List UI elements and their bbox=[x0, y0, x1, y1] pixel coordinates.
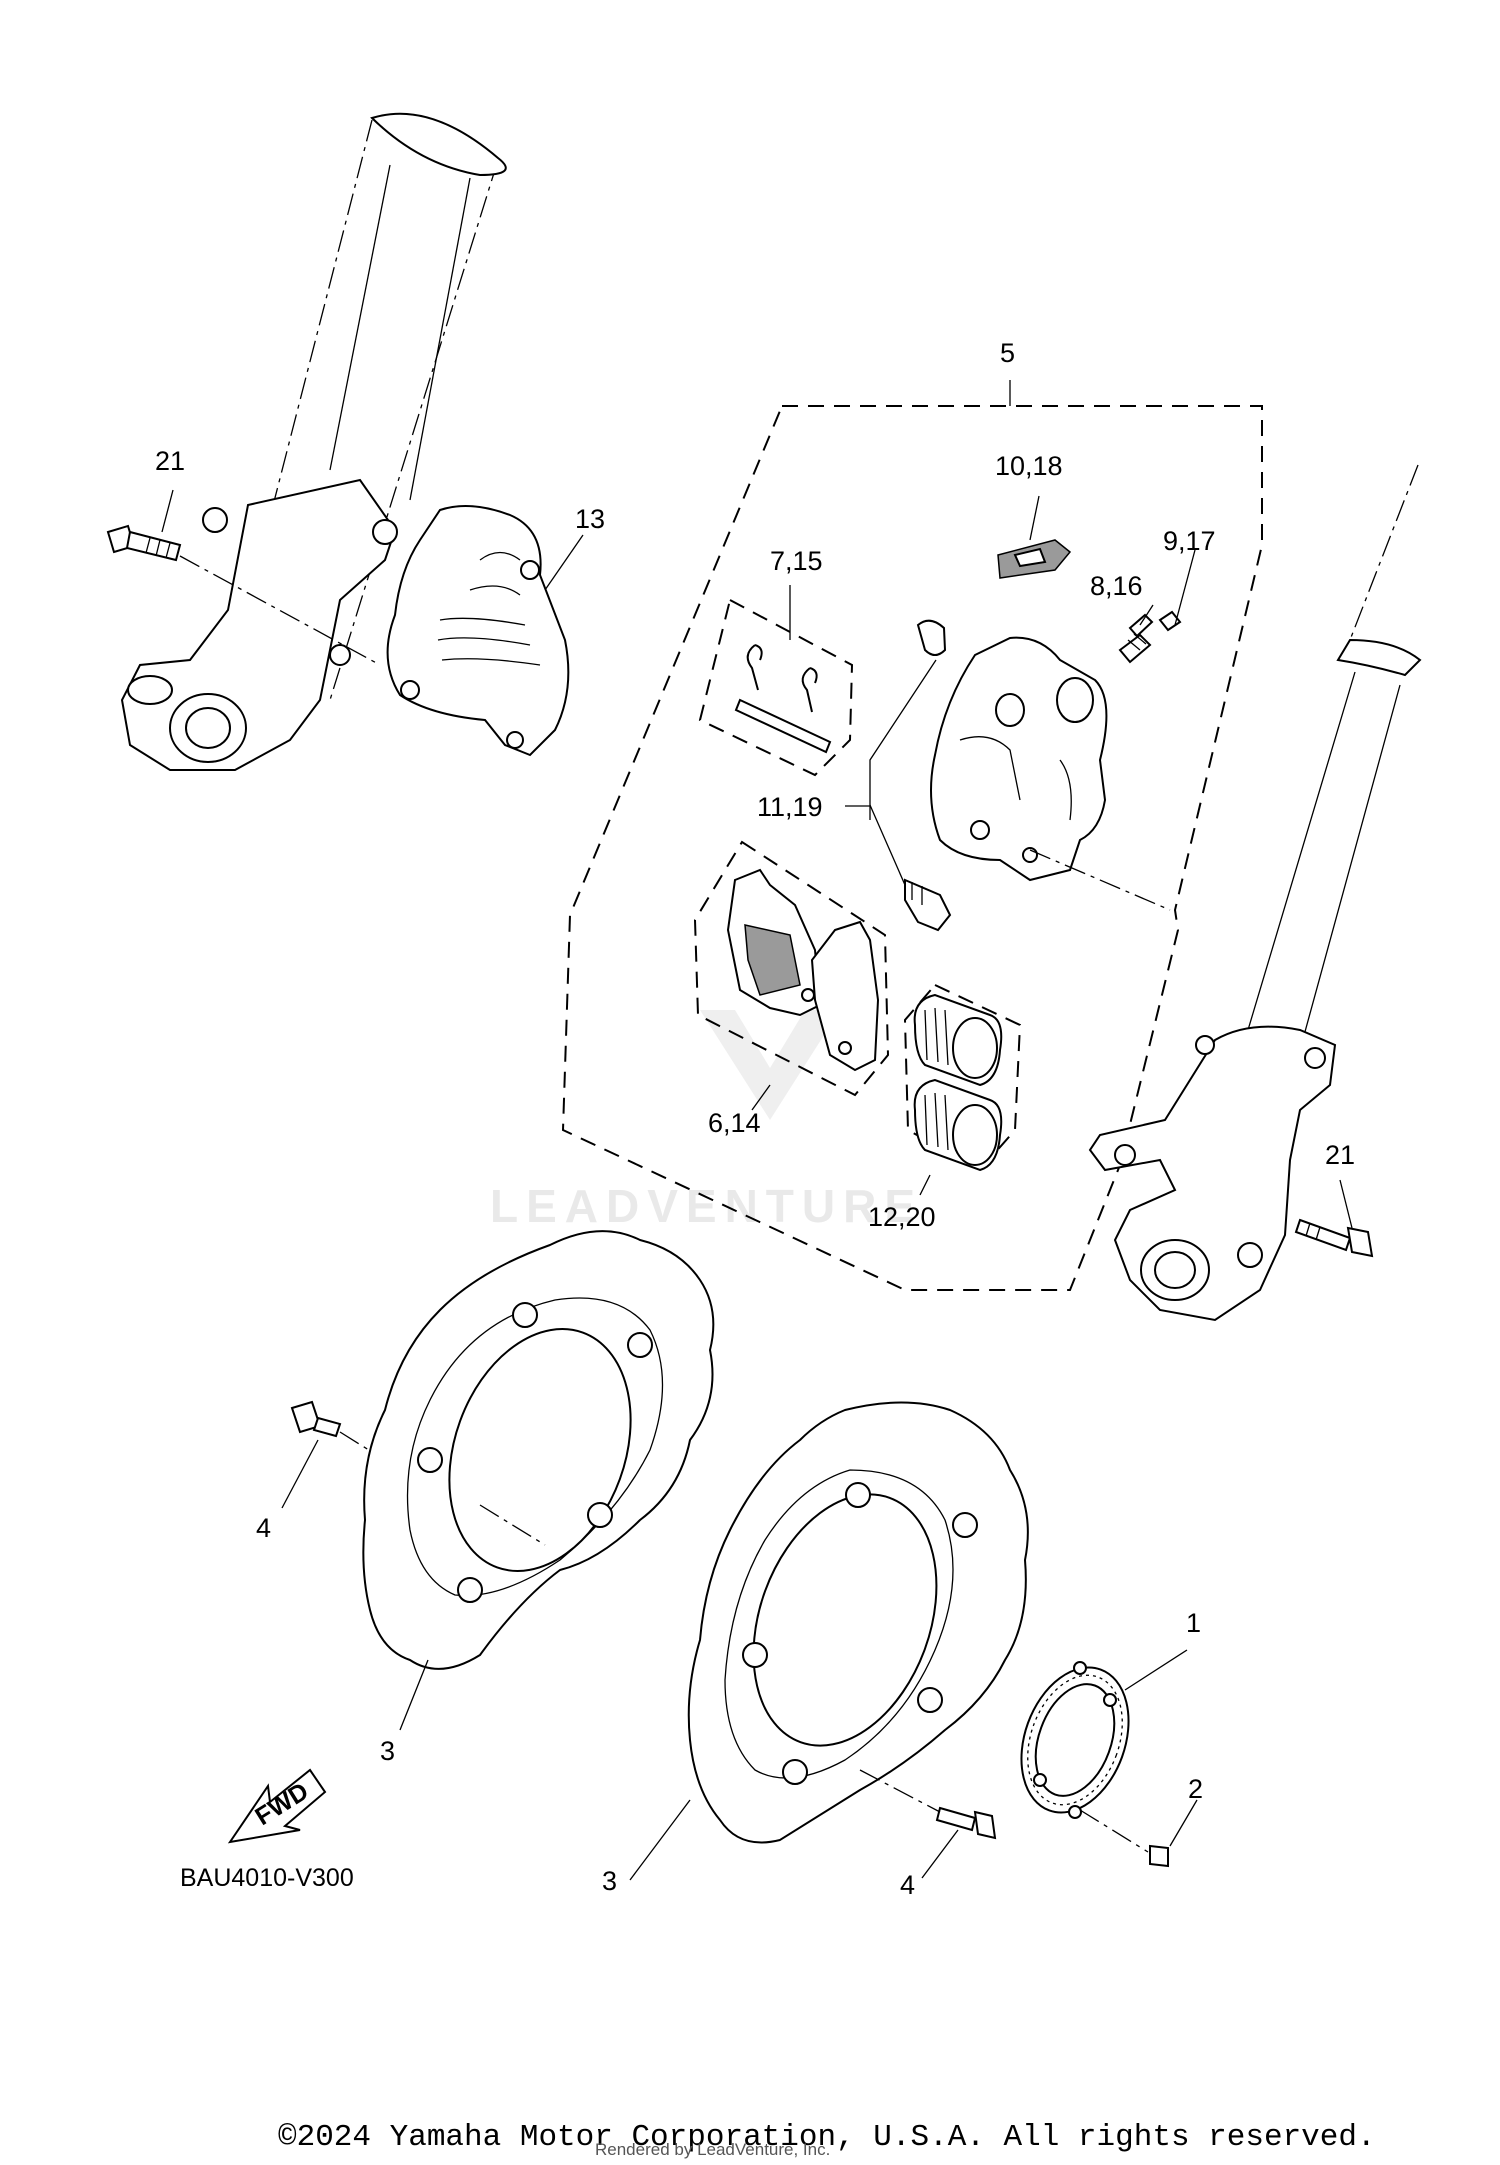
watermark: LEADVENTURE bbox=[490, 1010, 923, 1232]
callout-21-left: 21 bbox=[155, 446, 185, 476]
callout-7-15: 7,15 bbox=[770, 546, 823, 576]
bolt-21-left bbox=[106, 524, 381, 666]
caliper-assembly-5 bbox=[561, 380, 1263, 1291]
callout-2: 2 bbox=[1188, 1774, 1203, 1804]
caliper-bolts-11-19 bbox=[845, 619, 952, 932]
callout-9-17: 9,17 bbox=[1163, 526, 1216, 556]
forward-arrow-icon: FWD bbox=[227, 1768, 327, 1844]
callout-12-20: 12,20 bbox=[868, 1202, 936, 1232]
callout-6-14: 6,14 bbox=[708, 1108, 761, 1138]
brake-disc-right bbox=[687, 1401, 1029, 1844]
callout-3-left: 3 bbox=[380, 1736, 395, 1766]
callout-13: 13 bbox=[575, 504, 605, 534]
piston-box bbox=[903, 983, 1022, 1196]
callout-4-right: 4 bbox=[900, 1870, 915, 1900]
bleed-screw bbox=[1118, 610, 1182, 664]
callout-1: 1 bbox=[1186, 1608, 1201, 1638]
rendered-by-note: Rendered by LeadVenture, Inc. bbox=[595, 2140, 831, 2159]
callout-5: 5 bbox=[1000, 338, 1015, 368]
bolt-4-right bbox=[859, 1769, 997, 1840]
callout-8-16: 8,16 bbox=[1090, 571, 1143, 601]
cotter-pin-box bbox=[698, 585, 854, 777]
left-fork-assembly bbox=[106, 112, 570, 771]
brake-disc-left bbox=[362, 1230, 715, 1670]
caliper-body bbox=[930, 636, 1171, 911]
callout-10-18: 10,18 bbox=[995, 451, 1063, 481]
copyright-notice: ©2024 Yamaha Motor Corporation, U.S.A. A… bbox=[278, 2120, 1376, 2155]
callout-3-right: 3 bbox=[602, 1866, 617, 1896]
watermark-text: LEADVENTURE bbox=[490, 1180, 923, 1232]
callout-4-left: 4 bbox=[256, 1513, 271, 1543]
leader-lines bbox=[161, 489, 1353, 1881]
brake-pad-box bbox=[693, 840, 890, 1111]
callouts: 21 13 5 10,18 7,15 9,17 8,16 11,19 6,14 … bbox=[155, 338, 1355, 1900]
sensor-rotor bbox=[1020, 1661, 1130, 1819]
callout-21-right: 21 bbox=[1325, 1140, 1355, 1170]
diagram-code: BAU4010-V300 bbox=[180, 1864, 354, 1892]
right-fork-assembly bbox=[1088, 464, 1422, 1322]
callout-11-19: 11,19 bbox=[757, 792, 823, 822]
bolt-21-right bbox=[1294, 1218, 1374, 1258]
bolt-4-left bbox=[290, 1400, 373, 1453]
screw-2 bbox=[1079, 1809, 1169, 1868]
